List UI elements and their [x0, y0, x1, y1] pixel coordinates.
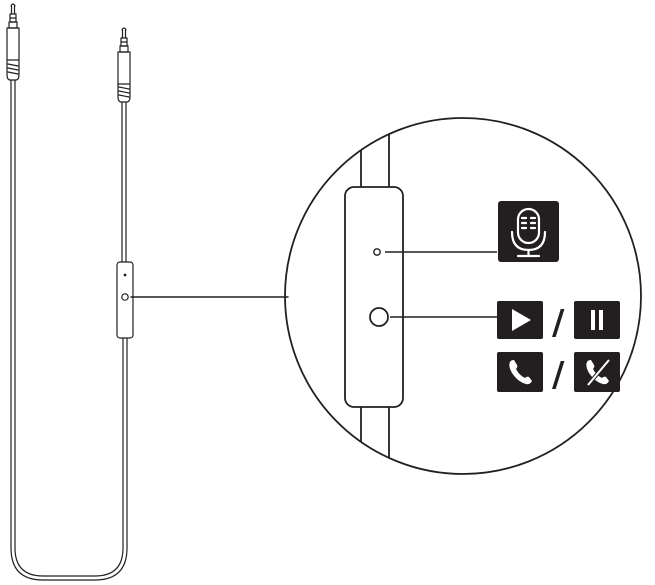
multifunction-button-large[interactable] — [369, 307, 389, 327]
mic-hole-large — [373, 248, 381, 256]
phone-end-icon — [574, 352, 620, 392]
left-audio-plug — [6, 3, 20, 81]
zoom-circle — [284, 117, 642, 475]
inline-remote-large[interactable] — [344, 186, 404, 408]
pause-icon — [574, 301, 620, 339]
right-audio-plug — [117, 27, 131, 103]
media-separator: / — [552, 303, 565, 343]
play-icon — [497, 301, 543, 339]
microphone-icon — [498, 201, 559, 262]
phone-answer-icon — [497, 352, 543, 392]
inline-remote-mic-hole — [123, 273, 127, 277]
inline-remote-small[interactable] — [116, 261, 134, 339]
cable-assembly — [6, 3, 289, 581]
left-cable-inner — [14, 79, 124, 577]
inline-remote-button-small[interactable] — [121, 293, 129, 301]
left-cable — [10, 79, 128, 581]
call-separator: / — [552, 355, 565, 395]
zoom-detail: / / — [284, 117, 642, 475]
